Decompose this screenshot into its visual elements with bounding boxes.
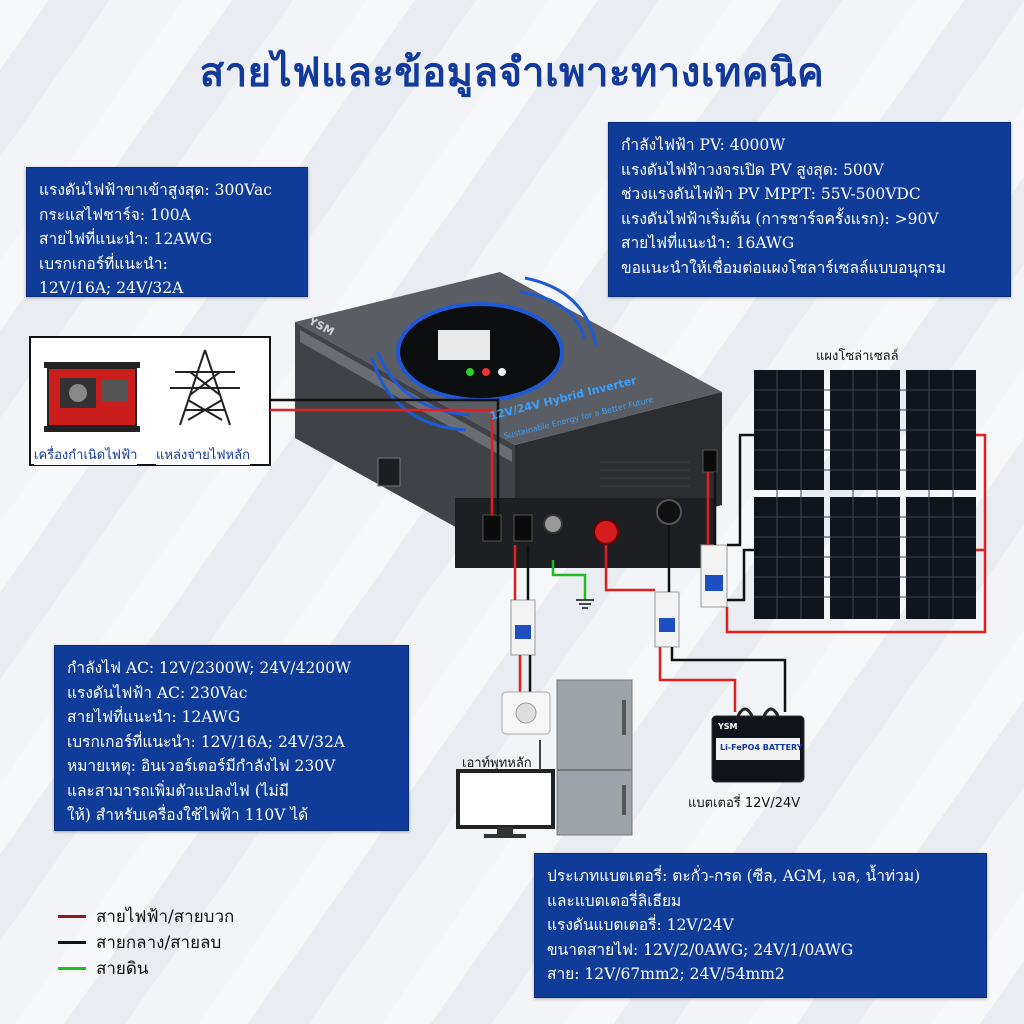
page-title: สายไฟและข้อมูลจำเพาะทางเทคนิค (199, 50, 825, 96)
main-outlet-label: เอาท์พุทหลัก (462, 756, 532, 771)
spec-line: แรงดันไฟฟ้าเริ่มต้น (การชาร์จครั้งแรก): … (621, 209, 939, 228)
spec-line: 12V/16A; 24V/32A (39, 279, 184, 297)
wall-outlet (501, 691, 551, 735)
spec-line: ช่วงแรงดันไฟฟ้า PV MPPT: 55V-500VDC (621, 185, 921, 203)
monitor (456, 740, 555, 838)
spec-line: และสามารถเพิ่มตัวแปลงไฟ (ไม่มี (67, 781, 289, 800)
spec-line: ขอแนะนำให้เชื่อมต่อแผงโซลาร์เซลล์แบบอนุก… (621, 258, 946, 277)
spec-line: แรงดันแบตเตอรี่: 12V/24V (547, 916, 734, 934)
ac-output-spec-box: กำลังไฟ AC: 12V/2300W; 24V/4200W แรงดันไฟ… (54, 645, 409, 831)
spec-line: สายไฟที่แนะนำ: 12AWG (39, 230, 213, 248)
spec-line: เบรกเกอร์ที่แนะนำ: (39, 254, 168, 273)
wires-negative (270, 398, 787, 712)
spec-line: แรงดันไฟฟ้าขาเข้าสูงสุด: 300Vac (39, 181, 272, 199)
spec-line: กำลังไฟฟ้า PV: 4000W (621, 136, 786, 154)
solar-panel-array (754, 370, 976, 619)
spec-line: สายไฟที่แนะนำ: 12AWG (67, 708, 241, 726)
legend-swatch-negative (58, 941, 86, 944)
grid-label: แหล่งจ่ายไฟหลัก (156, 444, 250, 465)
spec-line: ขนาดสายไฟ: 12V/2/0AWG; 24V/1/0AWG (547, 940, 854, 959)
legend-label: สายกลาง/สายลบ (96, 933, 222, 953)
battery-brand: YSM (718, 722, 738, 731)
generator-icon (44, 362, 140, 432)
spec-line: ประเภทแบตเตอรี่: ตะกั่ว-กรด (ซีล, AGM, เ… (547, 867, 921, 885)
battery-device-text: Li-FePO4 BATTERY (720, 743, 803, 752)
spec-line: สาย: 12V/67mm2; 24V/54mm2 (547, 965, 785, 983)
legend-label: สายดิน (96, 959, 149, 979)
hybrid-inverter (295, 272, 722, 568)
ground-symbol (576, 599, 594, 609)
breaker-pv (700, 544, 728, 608)
battery-spec-box: ประเภทแบตเตอรี่: ตะกั่ว-กรด (ซีล, AGM, เ… (534, 853, 987, 998)
legend-swatch-positive (58, 915, 86, 918)
spec-line: และแบตเตอรี่ลิเธียม (547, 891, 682, 910)
pv-spec-box: กำลังไฟฟ้า PV: 4000W แรงดันไฟฟ้าวงจรเปิด … (608, 122, 1011, 297)
power-tower-icon (170, 349, 240, 426)
spec-line: แรงดันไฟฟ้า AC: 230Vac (67, 683, 248, 702)
spec-line: หมายเหตุ: อินเวอร์เตอร์มีกำลังไฟ 230V (67, 757, 336, 775)
battery-label: แบตเตอรี่ 12V/24V (688, 796, 801, 811)
spec-line: กำลังไฟ AC: 12V/2300W; 24V/4200W (67, 659, 351, 677)
generator-label: เครื่องกำเนิดไฟฟ้า (34, 444, 138, 465)
legend-label: สายไฟฟ้า/สายบวก (96, 907, 235, 927)
legend-swatch-ground (58, 967, 86, 970)
spec-line: สายไฟที่แนะนำ: 16AWG (621, 234, 795, 252)
spec-line: เบรกเกอร์ที่แนะนำ: 12V/16A; 24V/32A (67, 732, 346, 751)
spec-line: ให้) สำหรับเครื่องใช้ไฟฟ้า 110V ได้ (67, 806, 309, 824)
wires-positive (270, 408, 987, 712)
refrigerator (556, 679, 633, 836)
breaker-ac-output (510, 599, 536, 656)
spec-line: กระแสไฟชาร์จ: 100A (39, 205, 191, 224)
battery-device (711, 707, 805, 783)
solar-panels-label: แผงโซล่าเซลล์ (816, 349, 899, 364)
ac-input-spec-box: แรงดันไฟฟ้าขาเข้าสูงสุด: 300Vac กระแสไฟชา… (26, 167, 308, 297)
wire-ground (551, 560, 587, 600)
breaker-battery (654, 591, 680, 648)
spec-line: แรงดันไฟฟ้าวงจรเปิด PV สูงสุด: 500V (621, 160, 884, 179)
